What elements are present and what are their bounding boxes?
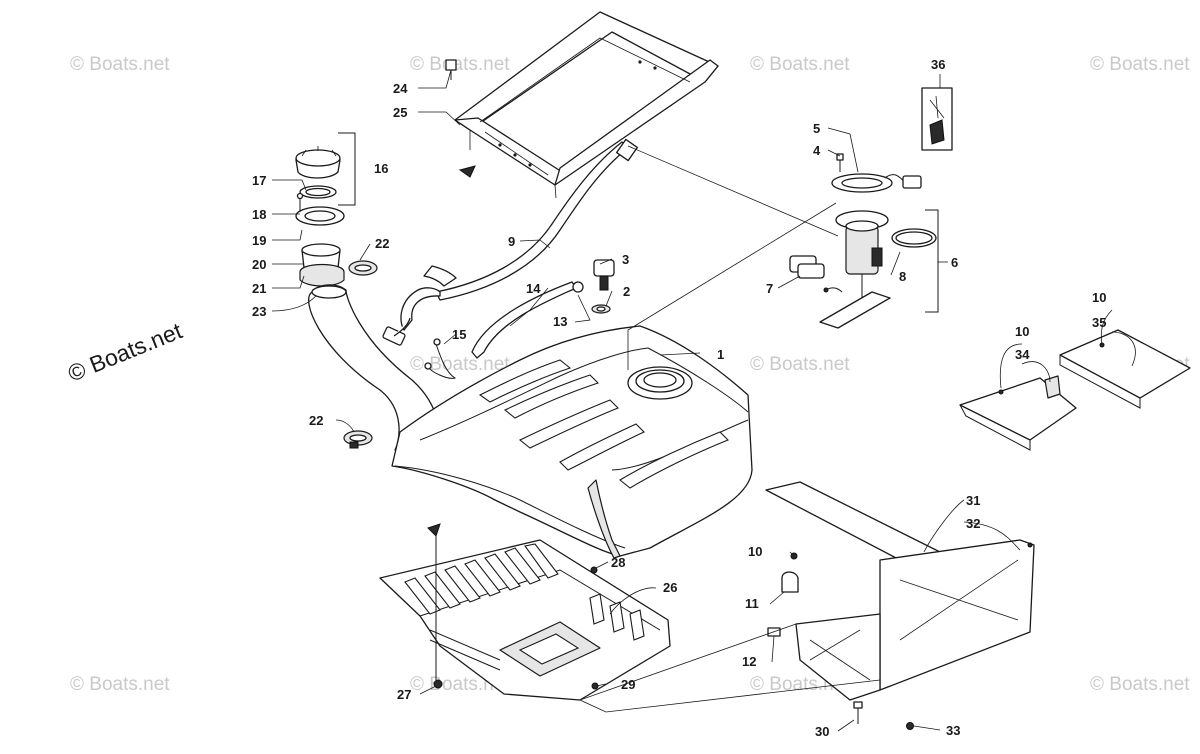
callout-19: 19 <box>252 233 266 248</box>
watermark: © Boats.net <box>70 674 170 695</box>
part-fuel-cap-assembly <box>295 132 441 456</box>
callout-36: 36 <box>931 57 945 72</box>
leader-lines <box>271 69 1136 732</box>
callout-27: 27 <box>397 687 411 702</box>
callout-29: 29 <box>621 677 635 692</box>
watermark-large: © Boats.net <box>64 317 186 386</box>
callout-10: 10 <box>1092 290 1106 305</box>
watermark: © Boats.net <box>750 354 850 375</box>
callout-3: 3 <box>622 252 629 267</box>
part-rear-shields <box>765 481 1035 730</box>
watermark: © Boats.net <box>1090 674 1190 695</box>
callout-33: 33 <box>946 723 960 738</box>
callout-2: 2 <box>623 284 630 299</box>
callout-7: 7 <box>766 281 773 296</box>
part-small-hoses <box>424 259 615 379</box>
callout-23: 23 <box>252 304 266 319</box>
callout-30: 30 <box>815 724 829 739</box>
callout-20: 20 <box>252 257 266 272</box>
callout-labels: 1 2 3 4 5 6 7 8 9 10 10 10 11 12 13 14 1… <box>252 57 1106 739</box>
callout-22: 22 <box>309 413 323 428</box>
watermark: © Boats.net <box>1090 54 1190 75</box>
callout-1: 1 <box>717 347 724 362</box>
callout-28: 28 <box>611 555 625 570</box>
part-vent-hose <box>382 138 638 346</box>
watermark: © Boats.net <box>70 54 170 75</box>
callout-24: 24 <box>393 81 408 96</box>
part-frame-bracket <box>445 11 719 199</box>
callout-10: 10 <box>748 544 762 559</box>
part-decal-36 <box>921 87 953 151</box>
callout-32: 32 <box>966 516 980 531</box>
part-fuel-pump-assembly <box>789 153 939 329</box>
watermark: © Boats.net <box>410 354 510 375</box>
callout-34: 34 <box>1015 347 1030 362</box>
callout-10: 10 <box>1015 324 1029 339</box>
callout-15: 15 <box>452 327 466 342</box>
callout-8: 8 <box>899 269 906 284</box>
callout-11: 11 <box>745 596 759 611</box>
callout-9: 9 <box>508 234 515 249</box>
callout-4: 4 <box>813 143 821 158</box>
watermark: © Boats.net <box>750 54 850 75</box>
callout-18: 18 <box>252 207 266 222</box>
part-skid-plate <box>379 523 671 701</box>
callout-13: 13 <box>553 314 567 329</box>
callout-16: 16 <box>374 161 388 176</box>
part-heat-shields <box>959 329 1191 451</box>
part-fuel-tank <box>391 325 753 559</box>
callout-17: 17 <box>252 173 266 188</box>
callout-26: 26 <box>663 580 677 595</box>
callout-21: 21 <box>252 281 266 296</box>
callout-12: 12 <box>742 654 756 669</box>
callout-25: 25 <box>393 105 407 120</box>
watermark: © Boats.net <box>410 54 510 75</box>
callout-31: 31 <box>966 493 980 508</box>
callout-22: 22 <box>375 236 389 251</box>
callout-5: 5 <box>813 121 820 136</box>
callout-6: 6 <box>951 255 958 270</box>
callout-14: 14 <box>526 281 541 296</box>
callout-35: 35 <box>1092 315 1106 330</box>
skid-plate-slots <box>404 543 645 641</box>
